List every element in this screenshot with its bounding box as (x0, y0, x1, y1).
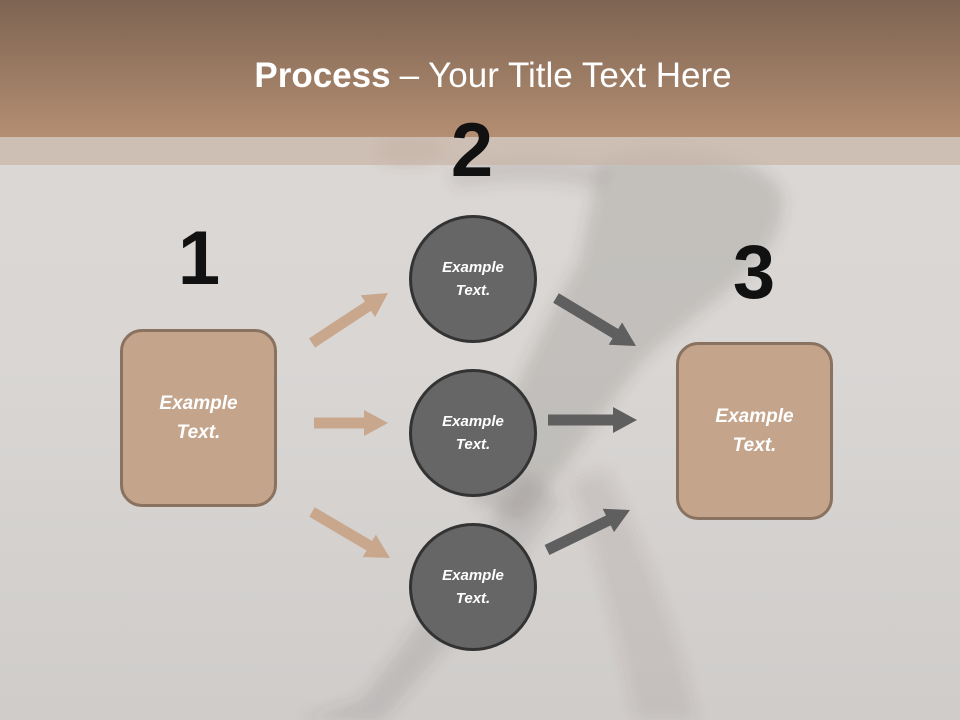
step-number-1: 1 (177, 216, 221, 301)
arrow-head (360, 293, 388, 318)
arrow-head (608, 322, 636, 346)
arrow-circle-3-to-end (544, 508, 630, 555)
middle-circle-2: Example Text. (409, 369, 537, 497)
arrow-head (364, 410, 388, 436)
arrow-shaft (544, 513, 615, 555)
slide-title-bold: Process (254, 56, 391, 95)
title-header (0, 0, 960, 137)
middle-circle-label: Example Text. (442, 259, 504, 299)
arrow-shaft (308, 299, 375, 348)
start-box: Example Text. (120, 329, 277, 507)
arrow-circle-2-to-end (548, 407, 637, 433)
arrow-head (602, 508, 630, 533)
end-box-label: Example Text. (715, 406, 794, 456)
arrow-shaft (309, 507, 376, 553)
arrow-start-to-circle-1 (308, 293, 388, 348)
arrow-head (613, 407, 637, 433)
silhouette-leg-back (568, 470, 696, 720)
header-accent-band (0, 137, 960, 165)
arrow-start-to-circle-2 (314, 410, 388, 436)
middle-circle-label: Example Text. (442, 567, 504, 607)
arrow-head (362, 534, 390, 558)
end-box: Example Text. (676, 342, 833, 520)
middle-circle-3: Example Text. (409, 523, 537, 651)
slide-title-rest: – Your Title Text Here (399, 56, 732, 95)
step-number-3: 3 (732, 230, 776, 315)
middle-circle-label: Example Text. (442, 413, 504, 453)
step-number-2: 2 (450, 108, 494, 193)
slide-title: Process– Your Title Text Here (0, 56, 960, 96)
middle-circle-1: Example Text. (409, 215, 537, 343)
start-box-label: Example Text. (159, 393, 238, 443)
arrow-circle-1-to-end (553, 293, 636, 346)
arrow-shaft (553, 293, 622, 341)
arrow-start-to-circle-3 (309, 507, 390, 558)
